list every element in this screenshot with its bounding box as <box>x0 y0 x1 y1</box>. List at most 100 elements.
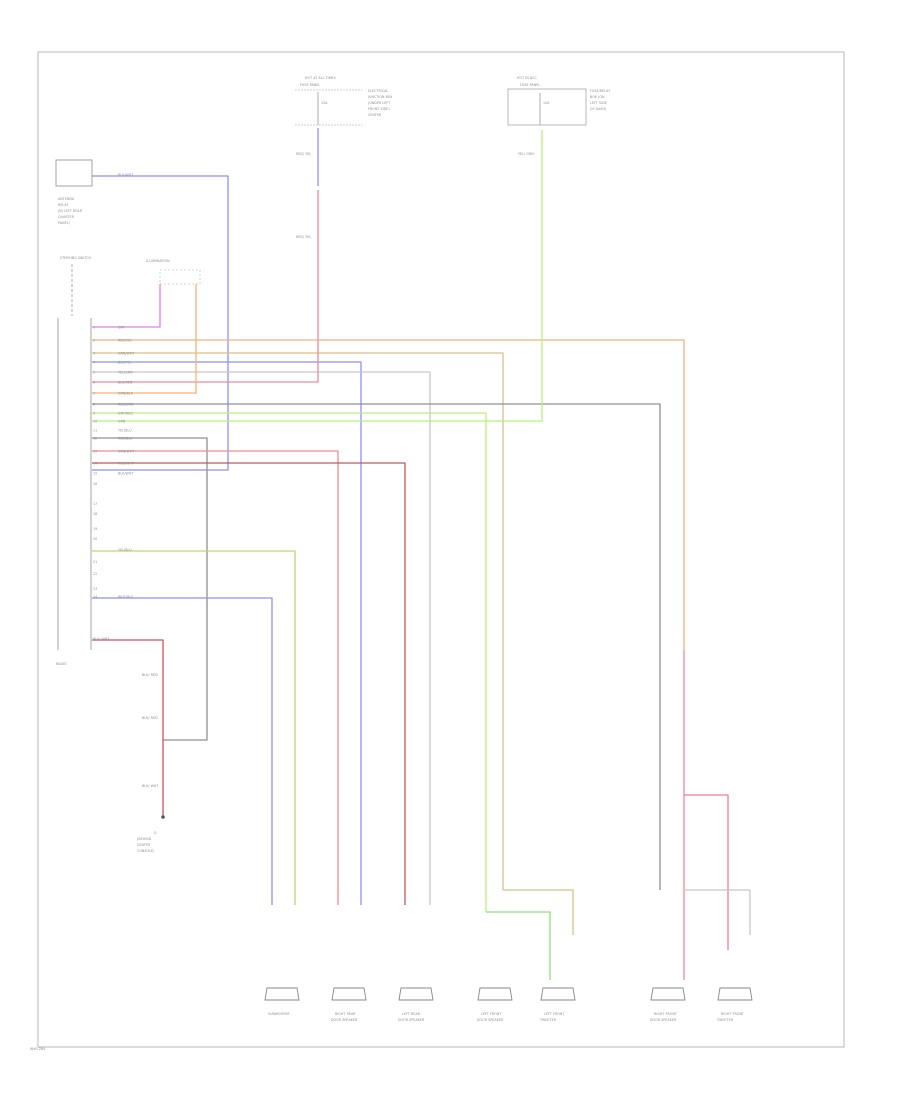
connector-label-6: GRN/BLK <box>118 392 134 396</box>
connector-pin-lower-3: 20 <box>93 537 97 541</box>
connector-pin-9: 10 <box>93 420 97 424</box>
wire-layer <box>92 128 751 980</box>
connector-label-10: YEL/BLU <box>118 429 132 433</box>
wire-green-acc <box>92 130 543 422</box>
connector-label-1: RED/YEL <box>118 339 132 343</box>
wire-lgray <box>92 371 431 905</box>
wire-antenna <box>92 175 229 471</box>
dimmer-label: ILLUMINATION <box>146 259 170 263</box>
speaker-sub: SUBWOOFER <box>264 987 300 1016</box>
ground-wire-1: BLK/ RED <box>142 673 158 677</box>
ground-wire-2: BLK/ RED <box>142 716 158 720</box>
connector-label-2: GRN/WHT <box>118 352 134 356</box>
connector-pin-4: 5 <box>93 371 95 375</box>
connector-label-11: RED/BLU <box>118 437 133 441</box>
wire-ground <box>92 639 164 816</box>
connector-pin-5: 6 <box>93 381 95 385</box>
connector-pin-lower-7: 24 <box>93 595 97 599</box>
wire-tan-lft <box>503 889 574 935</box>
antenna-note-2: (IN LEFT REAR <box>58 209 83 213</box>
radio-unit: STEERING SWITCH ILLUMINATION RADIO <box>56 256 201 666</box>
ground-note-2: CENTER <box>137 843 151 847</box>
speaker-lrd-body <box>398 987 434 1001</box>
connector-pin-lower-5: 22 <box>93 572 97 576</box>
fuse-box-right: HOT IN ACC FUSE PANEL 10A FUSE/RELAY BOX… <box>507 76 610 156</box>
fuse-left-wire-2: RED/ YEL <box>296 235 311 239</box>
connector-pin-3: 4 <box>93 361 95 365</box>
speaker-lfd-label-1: LEFT FRONT <box>481 1012 501 1016</box>
connector-pin-0: 1 <box>93 326 95 330</box>
connector-label-12: GRN/WHT <box>118 450 134 454</box>
ground-wire-3: BLK/ WHT <box>142 784 158 788</box>
wire-lgray-rft <box>684 889 751 935</box>
connector-pin-6: 7 <box>93 392 95 396</box>
speaker-rft-body <box>717 987 753 1001</box>
wire-blue-rrd <box>92 361 362 905</box>
fuse-left-note-0: ELECTRICAL <box>368 89 388 93</box>
ground-section: BLK/ WHT BLK/ RED BLK/ RED BLK/ WHT G (B… <box>93 637 165 853</box>
antenna-wire-label: BLK/WHT <box>118 173 133 177</box>
ground-note-1: (BEHIND <box>137 837 152 841</box>
wire-blue-sub <box>92 597 273 905</box>
wire-magenta <box>92 284 161 328</box>
speaker-rrd-label-2: DOOR SPEAKER <box>331 1018 358 1022</box>
speaker-rfd-label-1: RIGHT FRONT <box>654 1012 677 1016</box>
fuse-right-note-2: LEFT SIDE <box>590 101 607 105</box>
connector-pin-lower-6: 23 <box>93 587 97 591</box>
wire-darkred-lrd <box>92 462 406 905</box>
connector-label-layer: GRY1RED/YEL2GRN/WHT3BLU/YEL4YEL/GRN5BLU/… <box>93 326 134 600</box>
connector-label-7: RED/GRN <box>118 403 134 407</box>
antenna-relay-box <box>55 159 93 187</box>
fuse-left-title: HOT AT ALL TIMES <box>305 76 336 80</box>
fuse-box-left: HOT AT ALL TIMES FUSE PANEL 15A ELECTRIC… <box>295 76 393 239</box>
speaker-rrd: RIGHT REAR DOOR SPEAKER <box>331 987 367 1022</box>
connector-pin-14: 15 <box>93 472 97 476</box>
wire-tan <box>92 352 504 890</box>
fuse-left-note-4: CENTER <box>368 113 382 117</box>
antenna-relay: BLK/WHT ANTENNA RELAY (IN LEFT REAR QUAR… <box>55 159 133 225</box>
antenna-note-3: QUARTER <box>58 215 75 219</box>
connector-pin-lower-1: 18 <box>93 512 97 516</box>
connector-label-9: GRN <box>118 420 126 424</box>
radio-label: RADIO <box>56 662 67 666</box>
speaker-lft-body <box>540 987 576 1001</box>
antenna-note-4: PANEL) <box>58 221 70 225</box>
speaker-rfd-label-2: DOOR SPEAKER <box>650 1018 677 1022</box>
connector-pin-lower-2: 19 <box>93 527 97 531</box>
connector-pin-11: 12 <box>93 437 97 441</box>
fuse-left-note-2: (UNDER LEFT <box>368 101 390 105</box>
wire-lime-lft <box>486 911 551 980</box>
fuse-right-title: HOT IN ACC <box>517 76 537 80</box>
connector-label-13: RED/WHT <box>118 462 134 466</box>
speaker-lft-label-1: LEFT FRONT <box>544 1012 564 1016</box>
fuse-right-note-1: BOX (ON <box>590 95 605 99</box>
connector-label-0: GRY <box>118 326 125 330</box>
connector-pin-lower-4: 21 <box>93 560 97 564</box>
ground-wire-label: BLK/ WHT <box>93 637 109 641</box>
fuse-right-sub: FUSE PANEL <box>520 83 540 87</box>
steering-label: STEERING SWITCH <box>60 256 92 260</box>
fuse-right-wire: YEL/ GRN <box>518 152 534 156</box>
speaker-rrd-label-1: RIGHT REAR <box>335 1012 356 1016</box>
connector-label-3: BLU/YEL <box>118 361 132 365</box>
speaker-rfd-body <box>650 987 686 1001</box>
connector-label-lower-1: YEL/BLU <box>118 548 132 552</box>
wire-green-lfd <box>92 412 487 912</box>
wire-pink-rft <box>684 794 729 950</box>
connector-pin-lower-0: 17 <box>93 502 97 506</box>
connector-pin-13: 14 <box>93 462 97 466</box>
wire-orange-dimmer <box>92 284 197 394</box>
speaker-lrd-label-2: DOOR SPEAKER <box>398 1018 425 1022</box>
speaker-rft-label-2: TWEETER <box>716 1018 734 1022</box>
diagram-frame <box>37 51 845 1048</box>
connector-pin-8: 9 <box>93 412 95 416</box>
connector-label-14: BLK/WHT <box>118 472 133 476</box>
connector-label-lower-0: WHT/BLU <box>118 595 134 599</box>
connector-pin-2: 3 <box>93 352 95 356</box>
